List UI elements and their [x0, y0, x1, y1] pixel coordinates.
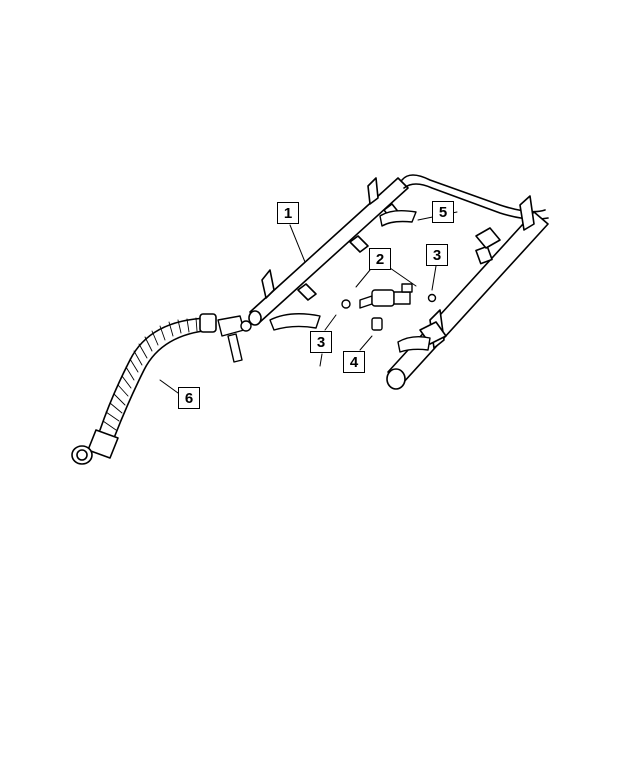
callout-3-left[interactable]: 3 [310, 331, 332, 353]
hose-fitting [217, 315, 252, 363]
fuel-injector [341, 283, 437, 331]
callout-5-label: 5 [438, 203, 448, 221]
fuel-rail-left [248, 177, 409, 326]
callout-3-right[interactable]: 3 [426, 244, 448, 266]
callout-2-label: 2 [375, 250, 385, 268]
callout-6-label: 6 [184, 389, 194, 407]
callout-1[interactable]: 1 [277, 202, 299, 224]
callout-5[interactable]: 5 [432, 201, 454, 223]
callout-4[interactable]: 4 [343, 351, 365, 373]
callout-1-label: 1 [283, 204, 293, 222]
callout-3-right-label: 3 [432, 246, 442, 264]
callout-3-left-label: 3 [316, 333, 326, 351]
callout-6[interactable]: 6 [178, 387, 200, 409]
callout-4-label: 4 [349, 353, 359, 371]
callout-2[interactable]: 2 [369, 248, 391, 270]
retainer-clips [269, 209, 431, 353]
fuel-supply-hose [71, 313, 217, 465]
